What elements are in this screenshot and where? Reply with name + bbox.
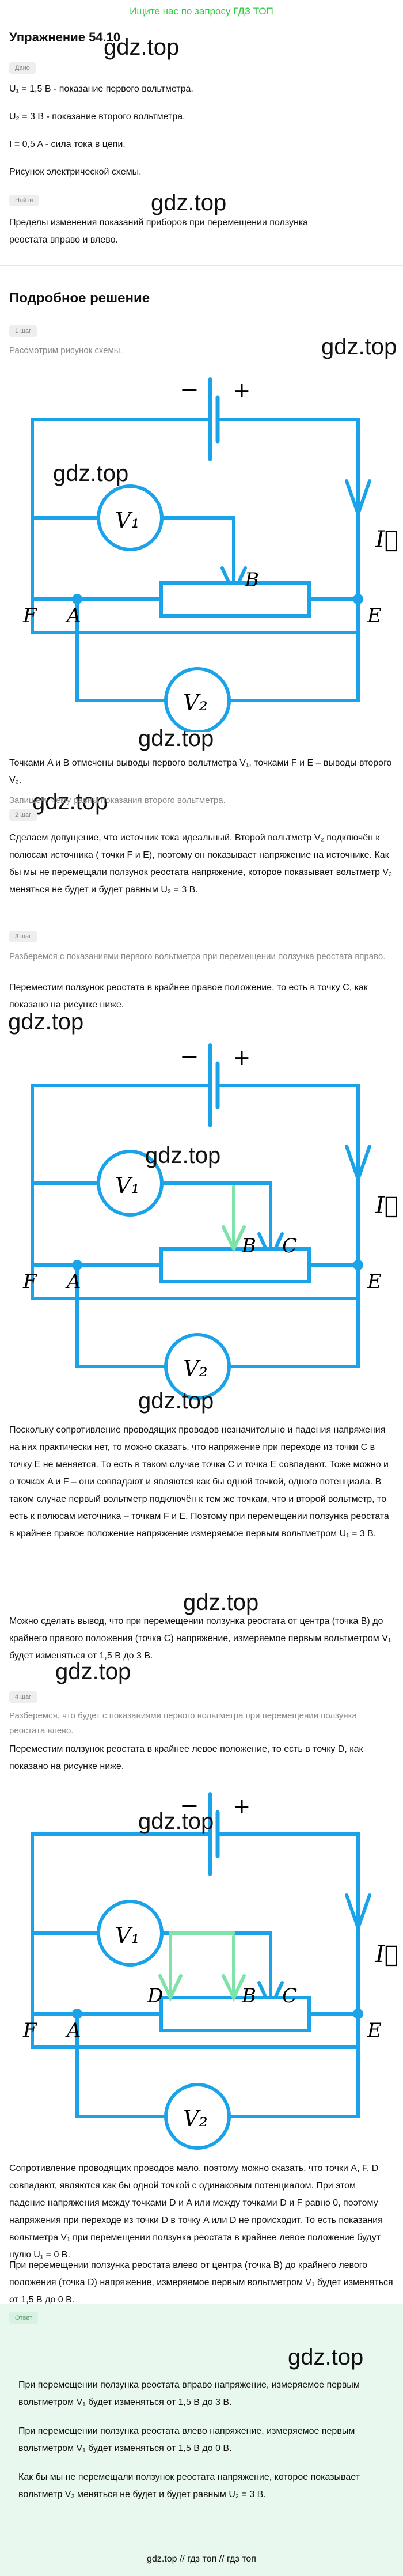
answer-line: При перемещении ползунка реостата влево … xyxy=(18,2426,355,2453)
current-label: I⃗ xyxy=(375,1941,398,1968)
step-hint: Разберемся с показаниями первого вольтме… xyxy=(9,952,386,961)
v1-label: V₁ xyxy=(115,1173,140,1198)
given-tag: Дано xyxy=(9,62,36,74)
top-link[interactable]: Ищите нас по запросу ГДЗ ТОП xyxy=(130,6,273,17)
plus-sign: + xyxy=(233,1795,250,1819)
step3-body: Поскольку сопротивление проводящих прово… xyxy=(9,1425,389,1539)
point-a: A xyxy=(65,2019,81,2042)
minus-sign: − xyxy=(180,377,199,403)
step1-note: Точками A и B отмечены выводы первого во… xyxy=(9,758,392,785)
point-e: E xyxy=(367,604,382,627)
step4-intro: Переместим ползунок реостата в крайнее л… xyxy=(9,1744,363,1771)
point-b: B xyxy=(244,569,259,592)
circuit-diagram-3: − + I⃗ V₁ V₂ D B C F A E xyxy=(22,1792,398,2150)
v1-label: V₁ xyxy=(115,507,140,533)
find-text: Пределы изменения показаний приборов при… xyxy=(9,218,309,245)
step3-conclusion: Можно сделать вывод, что при перемещении… xyxy=(9,1616,391,1661)
point-c: C xyxy=(282,1984,297,2007)
page-title: Упражнение 54.10 xyxy=(9,30,121,44)
point-c: C xyxy=(282,1234,297,1257)
point-f: F xyxy=(22,604,37,627)
current-label: I⃗ xyxy=(375,1192,398,1219)
plus-sign: + xyxy=(233,1046,250,1070)
watermark: gdz.top xyxy=(288,2344,364,2370)
given-line: U₂ = 3 B - показание второго вольтметра. xyxy=(9,112,185,122)
watermark: gdz.top xyxy=(151,190,227,215)
step-tag: 2 шаг xyxy=(9,809,37,821)
minus-sign: − xyxy=(180,1793,199,1819)
step3-intro: Переместим ползунок реостата в крайнее п… xyxy=(9,983,368,1010)
point-a: A xyxy=(65,604,81,627)
answer-tag: Ответ xyxy=(9,2312,39,2324)
current-label: I⃗ xyxy=(375,526,398,553)
given-line: I = 0,5 A - сила тока в цепи. xyxy=(9,139,126,149)
step-hint: Запишем, чему равны показания второго во… xyxy=(9,795,226,805)
step-tag: 1 шаг xyxy=(9,325,37,337)
step-hint: Разберемся, что будет с показаниями перв… xyxy=(9,1711,357,1736)
step4-body: Сопротивление проводящих проводов мало, … xyxy=(9,2164,383,2260)
step-tag: 4 шаг xyxy=(9,1691,37,1703)
point-e: E xyxy=(367,2019,382,2042)
point-f: F xyxy=(22,2019,37,2042)
watermark: gdz.top xyxy=(55,1659,131,1684)
watermark: gdz.top xyxy=(32,789,108,815)
v2-label: V₂ xyxy=(183,1356,208,1381)
v2-label: V₂ xyxy=(183,2106,208,2131)
find-tag: Найти xyxy=(9,195,39,206)
footer-watermark: gdz.top // гдз топ // гдз топ xyxy=(147,2554,256,2564)
answer-panel xyxy=(0,2304,403,2576)
step4-conclusion: При перемещении ползунка реостата влево … xyxy=(9,2260,393,2305)
watermark: gdz.top xyxy=(104,35,180,60)
plus-sign: + xyxy=(233,379,250,403)
watermark: gdz.top xyxy=(138,1388,214,1414)
watermark: gdz.top xyxy=(8,1009,84,1035)
given-line: Рисунок электрической схемы. xyxy=(9,167,142,177)
step-tag: 3 шаг xyxy=(9,931,37,942)
circuit-diagram-2: − + I⃗ V₁ V₂ B C F A E xyxy=(22,1043,398,1400)
answer-line: При перемещении ползунка реостата вправо… xyxy=(18,2380,360,2407)
divider xyxy=(0,265,403,266)
given-block: U₁ = 1,5 B - показание первого вольтметр… xyxy=(9,81,395,181)
given-line: U₁ = 1,5 B - показание первого вольтметр… xyxy=(9,84,193,94)
watermark: gdz.top xyxy=(138,1809,214,1834)
v1-label: V₁ xyxy=(115,1923,140,1948)
solution-title: Подробное решение xyxy=(9,290,150,306)
watermark: gdz.top xyxy=(321,334,397,359)
point-a: A xyxy=(65,1270,81,1293)
circuit-diagram-1: − + I⃗ V₁ V₂ B F A E xyxy=(22,377,398,732)
answer-line: Как бы мы не перемещали ползунок реостат… xyxy=(18,2472,360,2499)
watermark: gdz.top xyxy=(145,1143,221,1168)
point-d: D xyxy=(147,1984,163,2007)
point-b: B xyxy=(241,1984,256,2007)
point-b: B xyxy=(241,1234,256,1257)
minus-sign: − xyxy=(180,1044,199,1070)
watermark: gdz.top xyxy=(53,461,129,486)
point-e: E xyxy=(367,1270,382,1293)
step-hint: Рассмотрим рисунок схемы. xyxy=(9,346,123,355)
top-banner: Ищите нас по запросу ГДЗ ТОП xyxy=(0,0,403,23)
v2-label: V₂ xyxy=(183,690,208,715)
watermark: gdz.top xyxy=(138,726,214,751)
step2-text: Сделаем допущение, что источник тока иде… xyxy=(9,833,393,895)
point-f: F xyxy=(22,1270,37,1293)
watermark: gdz.top xyxy=(183,1590,259,1615)
